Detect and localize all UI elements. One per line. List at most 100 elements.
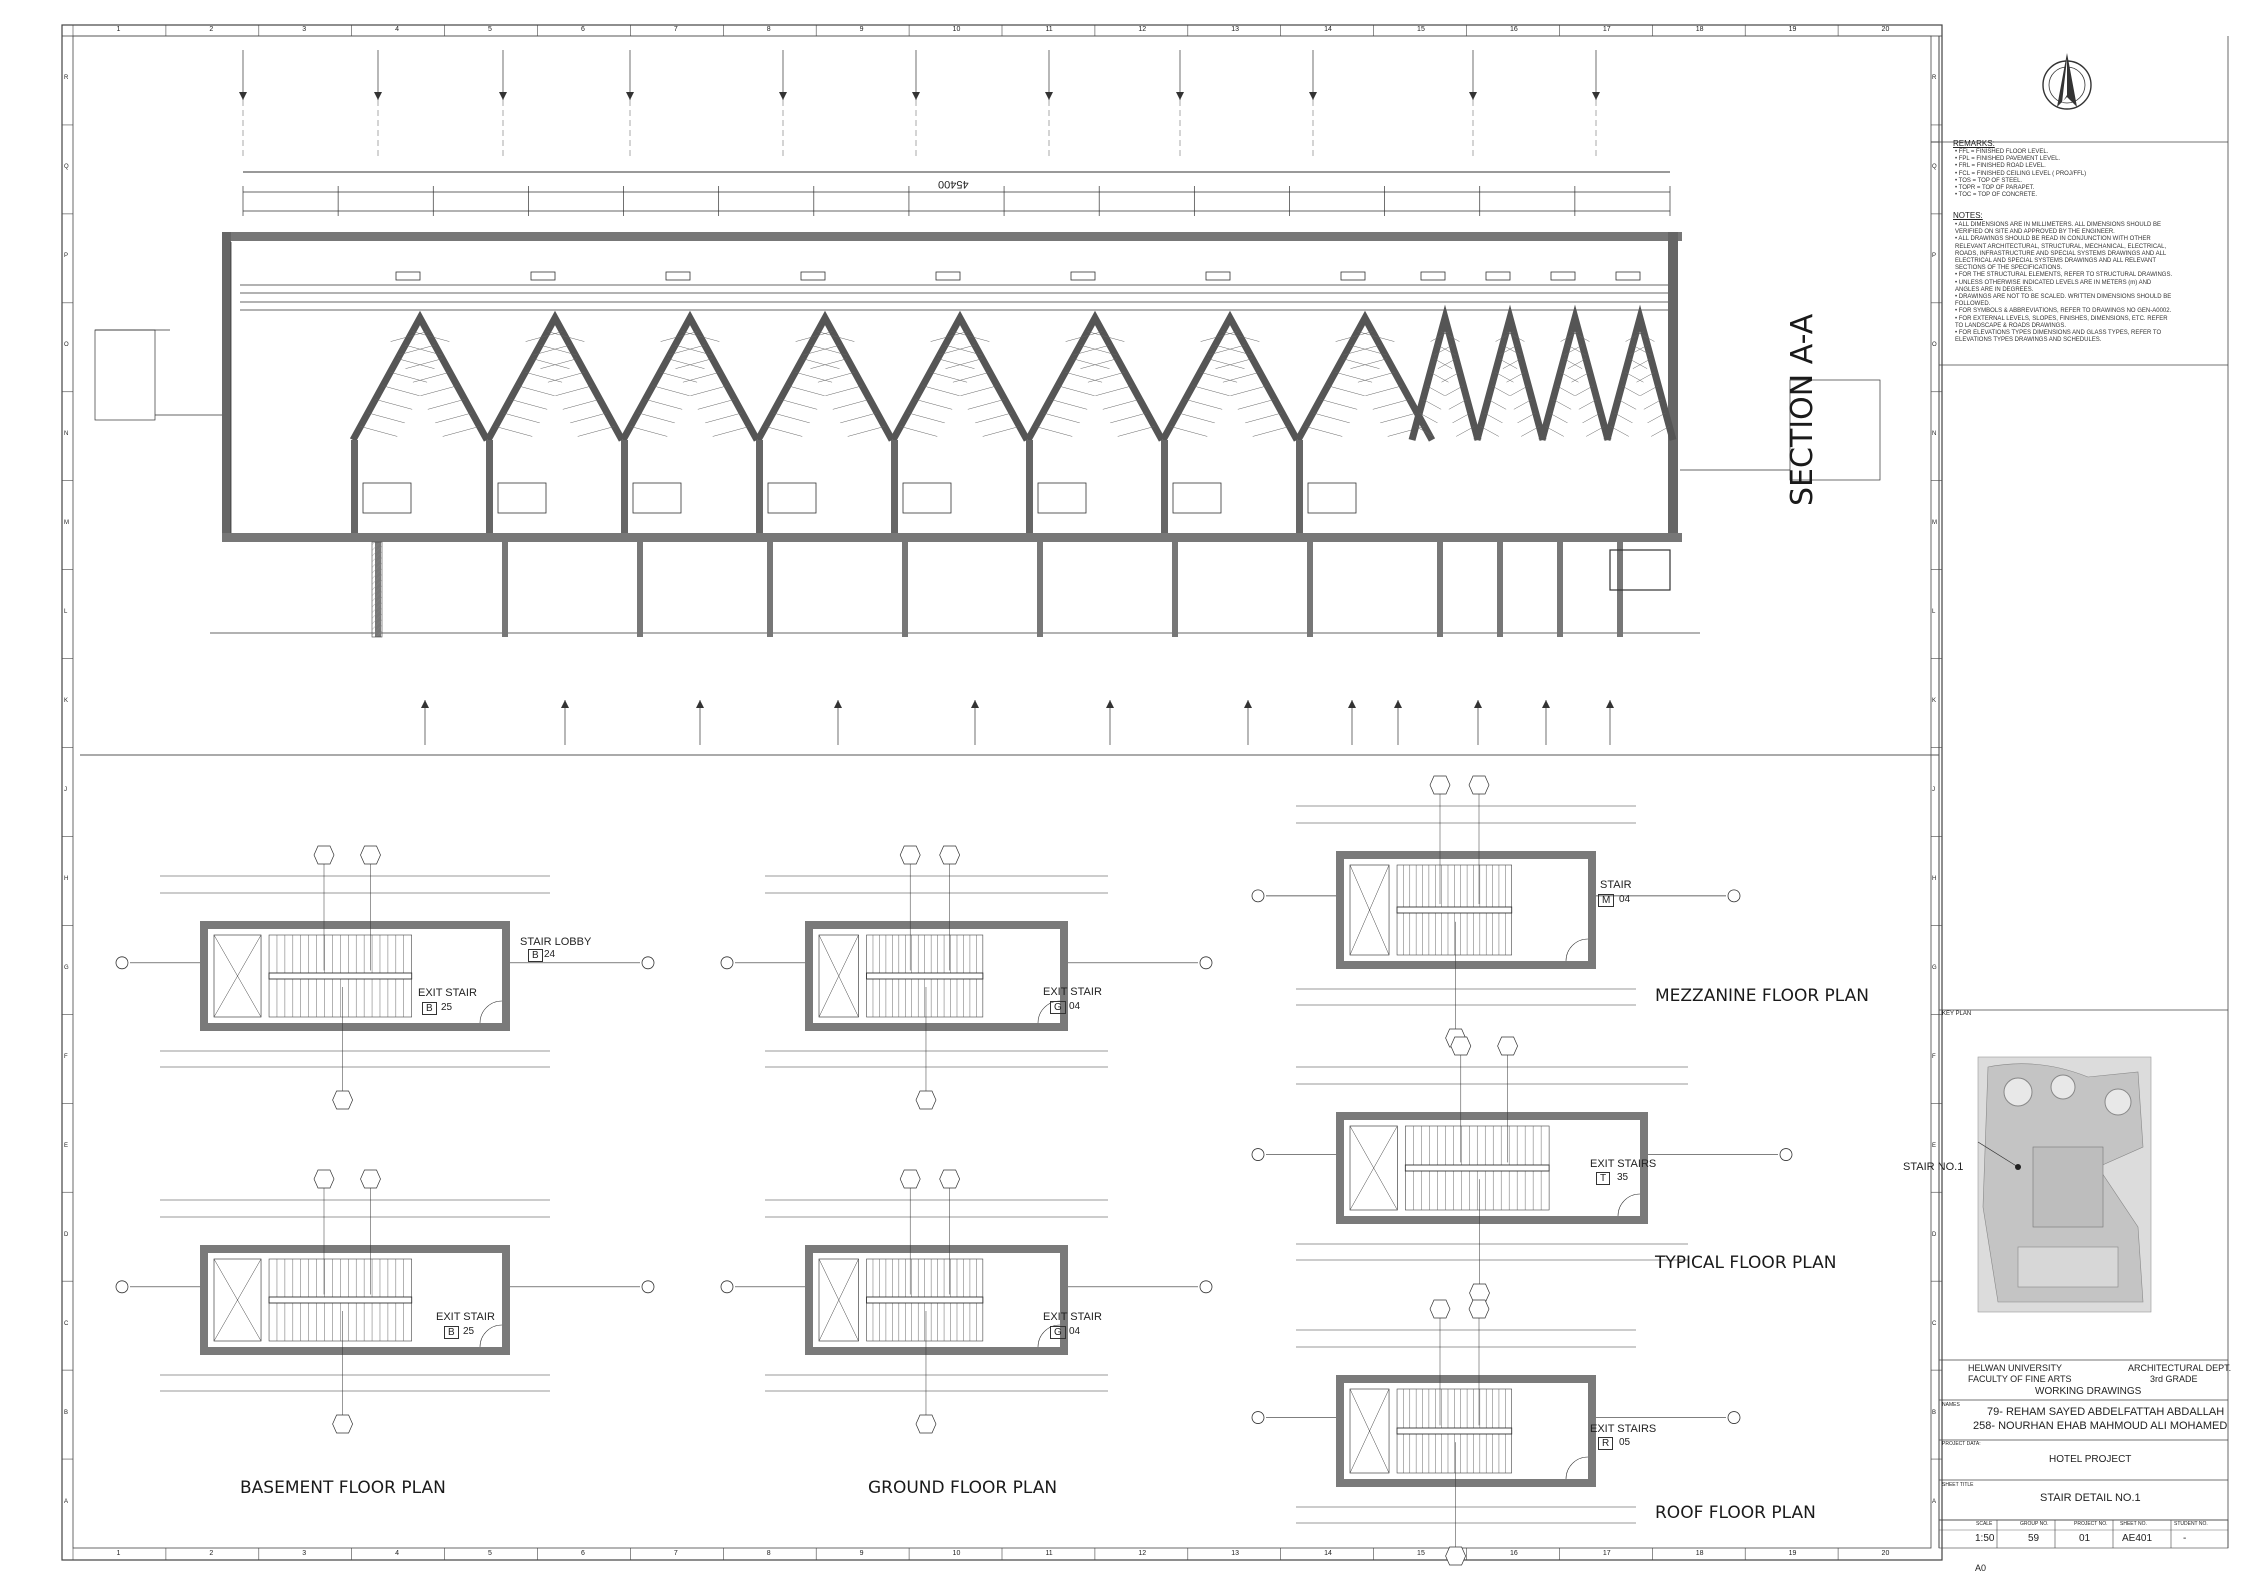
grid-column-label: 18 [1695,26,1704,33]
remarks-heading: REMARKS: [1953,139,1995,148]
grid-column-label: 7 [673,26,678,33]
project-label: PROJECT DATA: [1942,1441,1981,1447]
remark-item: • TOC = TOP OF CONCRETE. [1955,192,2038,199]
grid-column-label: 2 [209,1550,214,1557]
grid-row-label: F [64,1053,68,1060]
student-no-value: - [2183,1533,2187,1544]
university-name: HELWAN UNIVERSITY [1968,1363,2063,1373]
drawing-type: WORKING DRAWINGS [2035,1386,2142,1397]
grid-row-label: J [1932,787,1935,793]
remark-item: • TOPR = TOP OF PARAPET. [1955,185,2035,192]
grid-row-label: Q [1932,164,1937,171]
scale-value: 1:50 [1975,1533,1995,1544]
grid-row-label: B [1932,1409,1937,1416]
student-2: 258- NOURHAN EHAB MAHMOUD ALI MOHAMED [1973,1420,2228,1432]
floor-plans-drawings [115,775,1793,1566]
note-item: • UNLESS OTHERWISE INDICATED LEVELS ARE … [1955,279,2152,293]
basement-plan-title: BASEMENT FLOOR PLAN [240,1478,446,1498]
scale-header: SCALE [1976,1521,1993,1527]
remark-item: • TOS = TOP OF STEEL. [1955,177,2023,184]
ground2-exit-tag-code: G [1050,1326,1066,1339]
grid-row-label: P [64,253,69,260]
grid-column-label: 6 [580,26,585,33]
grid-ticks-side [62,35,1942,1460]
grid-row-label: N [1932,431,1937,438]
grid-column-label: 9 [859,1550,864,1557]
roof-tag-num: 05 [1619,1437,1631,1448]
grade-label: 3rd GRADE [2150,1374,2198,1384]
grid-row-label: R [64,75,69,82]
department-name: ARCHITECTURAL DEPT. [2128,1363,2232,1373]
grid-column-label: 14 [1324,26,1332,33]
mezzanine-tag-num: 04 [1619,894,1631,905]
grid-row-label: G [64,964,69,971]
grid-column-label: 3 [302,1550,307,1557]
grid-column-label: 4 [395,26,400,33]
mezzanine-plan-title: MEZZANINE FLOOR PLAN [1655,986,1870,1006]
paper-size: A0 [1975,1563,1987,1573]
ground2-exit-tag-label: EXIT STAIR [1043,1311,1102,1323]
basement2-exit-tag-label: EXIT STAIR [436,1311,495,1323]
grid-row-label: Q [64,164,69,171]
grid-row-label: E [1932,1142,1937,1149]
grid-column-label: 16 [1509,26,1518,33]
grid-row-label: R [1932,75,1937,82]
note-item: • FOR SYMBOLS & ABBREVIATIONS, REFER TO … [1955,308,2172,315]
grid-column-label: 11 [1045,26,1053,33]
grid-row-label: N [64,431,69,438]
roof-tag-code: R [1598,1437,1614,1450]
typical-tag-code: T [1596,1172,1611,1185]
typical-plan-title: TYPICAL FLOOR PLAN [1655,1253,1837,1273]
grid-column-label: 5 [488,26,492,33]
ground-exit-tag-code: G [1050,1001,1066,1014]
grid-column-label: 4 [395,1550,400,1557]
ground2-exit-tag-num: 04 [1069,1326,1081,1337]
remark-item: • FRL = FINISHED ROAD LEVEL. [1955,163,2046,170]
grid-column-label: 7 [673,1550,678,1557]
names-label: NAMES [1942,1402,1960,1408]
grid-row-label: A [1932,1498,1937,1505]
remark-item: • FFL = FINISHED FLOOR LEVEL. [1955,149,2049,155]
grid-ticks-top [72,25,1839,1560]
note-item: • ALL DIMENSIONS ARE IN MILLIMETERS. ALL… [1955,222,2162,236]
notes-heading: NOTES: [1953,211,1983,220]
roof-plan-title: ROOF FLOOR PLAN [1655,1503,1816,1523]
student-no-header: STUDENT NO. [2174,1521,2208,1527]
grid-column-label: 16 [1509,1550,1518,1557]
grid-column-label: 20 [1881,26,1890,33]
typical-tag-label: EXIT STAIRS [1590,1158,1657,1170]
grid-column-label: 17 [1602,1550,1611,1557]
north-arrow-icon [2042,53,2092,110]
grid-row-label: D [1932,1231,1937,1238]
grid-row-label: L [64,609,68,616]
mezzanine-tag-code: M [1598,894,1615,907]
group-value: 59 [2028,1533,2040,1544]
grid-row-label: K [1932,698,1937,705]
section-a-a-drawing [94,50,1881,745]
key-plan-map [1977,1056,2152,1313]
grid-row-label: M [1932,520,1937,527]
grid-column-label: 14 [1324,1550,1332,1557]
grid-row-label: G [1932,964,1937,971]
grid-row-label: J [64,787,67,793]
project-no-value: 01 [2079,1533,2091,1544]
sheet-no-value: AE401 [2122,1533,2153,1544]
basement-lobby-tag-num: 24 [544,949,556,960]
grid-column-label: 9 [859,26,864,33]
grid-row-label: H [64,875,69,882]
grid-column-label: 17 [1602,26,1611,33]
basement-exit-tag-label: EXIT STAIR [418,987,477,999]
grid-column-label: 15 [1417,26,1425,33]
mezzanine-tag-label: STAIR [1600,879,1632,891]
grid-row-label: M [64,520,69,527]
grid-row-label: B [64,1409,69,1416]
title-block [1931,36,2229,1549]
ground-plan-title: GROUND FLOOR PLAN [868,1478,1058,1498]
grid-column-label: 12 [1138,26,1147,33]
grid-row-label: K [64,698,69,705]
project-no-header: PROJECT NO. [2074,1521,2108,1527]
grid-row-label: L [1932,609,1936,616]
basement-exit-tag-code: B [422,1002,437,1015]
sheet-no-header: SHEET NO. [2120,1521,2147,1527]
grid-row-label: C [64,1320,69,1327]
